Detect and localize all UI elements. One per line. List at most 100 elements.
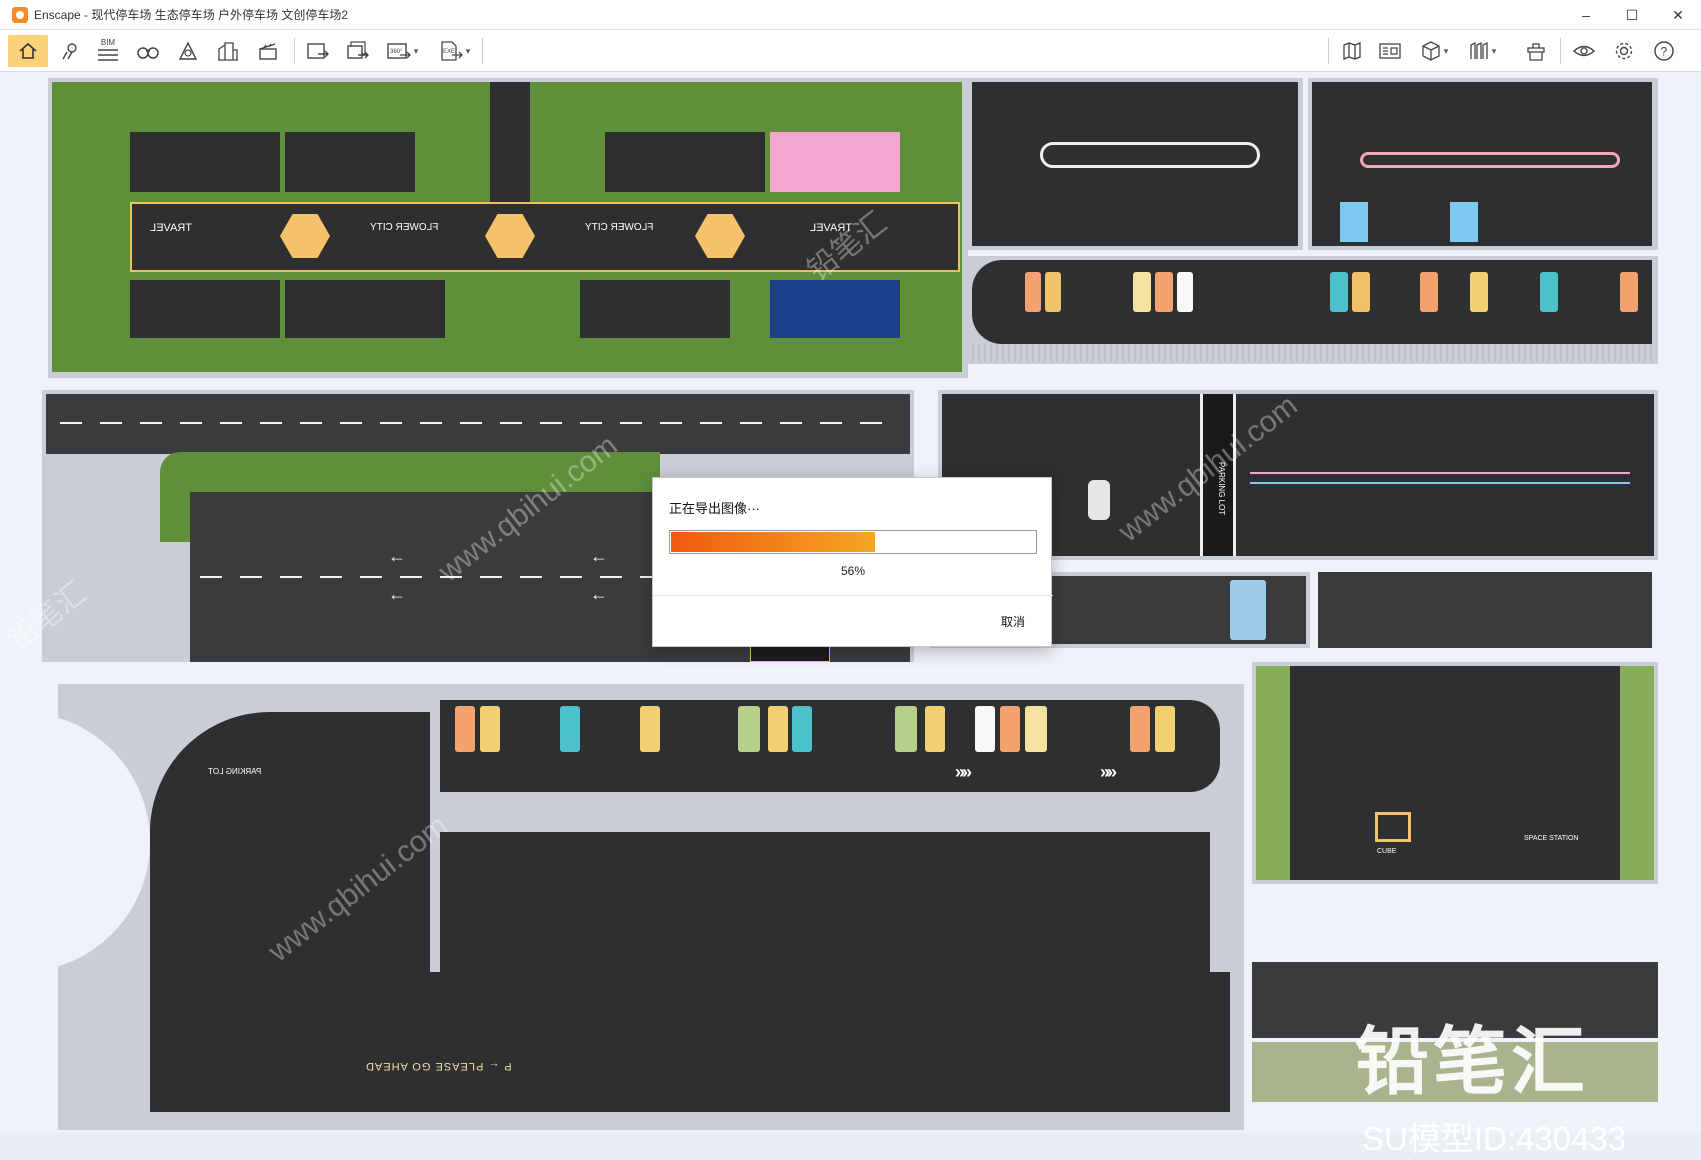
blue-parking-slot — [1230, 580, 1266, 640]
color-pad — [1025, 272, 1041, 312]
lane-marking — [200, 576, 890, 578]
blue-parking-slot — [1450, 202, 1478, 242]
screenshot-icon — [307, 43, 329, 59]
video-editor-button[interactable] — [252, 35, 284, 67]
parking-block-dotted — [1318, 572, 1652, 648]
enscape-logo-icon — [12, 6, 28, 23]
export-dropdown-caret[interactable]: ▾ — [465, 45, 471, 56]
color-pad — [1470, 272, 1488, 312]
help-button[interactable]: ? — [1648, 35, 1680, 67]
export-exe-button[interactable]: EXE ▾ — [434, 35, 474, 67]
cube-label: CUBE — [1377, 848, 1397, 855]
batch-render-icon — [347, 41, 369, 59]
parking-lot-label: PARKING LOT — [208, 767, 262, 776]
map-button[interactable] — [1336, 35, 1368, 67]
minimize-button[interactable]: – — [1582, 7, 1590, 23]
cube-view-icon — [1422, 41, 1440, 61]
main-toolbar: BIM 360° ▾ EXE ▾ ▾ ▾ — [0, 30, 1701, 92]
bim-list-icon — [98, 49, 118, 61]
color-pad — [792, 706, 812, 752]
grass-strip — [1256, 666, 1290, 880]
export-exe-icon: EXE — [441, 41, 463, 61]
toolbar-separator — [1560, 38, 1561, 64]
parking-lot-label: PARKING LOT — [1217, 462, 1226, 516]
color-pad — [895, 706, 917, 752]
materials-dropdown-caret[interactable]: ▾ — [1491, 45, 1497, 56]
parking-block-small — [1252, 962, 1658, 1038]
space-station-label: SPACE STATION — [1524, 835, 1579, 842]
panorama-360-icon: 360° — [387, 43, 411, 59]
asphalt-area — [1256, 666, 1654, 880]
direction-arrow: ← — [590, 546, 608, 566]
direction-arrow: ← — [388, 584, 406, 604]
direction-arrow: ← — [590, 584, 608, 604]
batch-render-button[interactable] — [342, 35, 374, 67]
color-pad — [640, 706, 660, 752]
parking-row — [605, 132, 765, 192]
pink-parking-row — [770, 132, 900, 192]
buildings-button[interactable] — [212, 35, 244, 67]
view-mode-dropdown-caret[interactable]: ▾ — [1443, 45, 1449, 56]
watermark-model-id: SU模型ID:430433 — [1362, 1120, 1627, 1157]
progress-bar — [669, 530, 1037, 554]
blue-parking-slot — [1340, 202, 1368, 242]
flower-city-label: FLOWER CITY — [585, 222, 654, 233]
panorama-button[interactable]: 360° ▾ — [382, 35, 422, 67]
progress-bar-fill — [671, 532, 875, 552]
view-mode-button[interactable]: ▾ — [1414, 35, 1454, 67]
wave-divider — [1200, 394, 1236, 556]
panorama-dropdown-caret[interactable]: ▾ — [413, 45, 419, 56]
home-button[interactable] — [8, 35, 48, 67]
asset-library-button[interactable] — [1520, 35, 1552, 67]
close-button[interactable]: ✕ — [1672, 6, 1684, 23]
screenshot-button[interactable] — [302, 35, 334, 67]
color-pad — [768, 706, 788, 752]
top-road — [46, 394, 910, 454]
entry-lane — [490, 82, 530, 202]
color-pad — [480, 706, 500, 752]
color-pad — [1025, 706, 1047, 752]
serpentine-parking — [440, 832, 1210, 972]
export-progress-dialog: 正在导出图像··· 56% 取消 — [652, 477, 1053, 647]
materials-icon — [1470, 41, 1488, 59]
loop-road-marking — [1040, 142, 1260, 168]
asphalt-area — [972, 260, 1652, 344]
location-button[interactable] — [54, 35, 86, 67]
location-pin-icon — [62, 43, 77, 60]
color-pad — [1177, 272, 1193, 312]
direction-arrow: »» — [1100, 762, 1117, 782]
maximize-button[interactable]: ☐ — [1625, 6, 1639, 23]
dialog-title: 正在导出图像··· — [669, 501, 760, 516]
bim-button[interactable]: BIM — [92, 35, 124, 67]
color-pad — [925, 706, 945, 752]
parking-row — [130, 280, 280, 338]
cube-marking — [1375, 812, 1411, 842]
direction-arrow: »» — [955, 762, 972, 782]
buildings-icon — [218, 42, 238, 61]
vr-eye-icon — [1572, 45, 1596, 57]
color-pad — [738, 706, 760, 752]
materials-button[interactable]: ▾ — [1462, 35, 1502, 67]
render-viewport[interactable]: TRAVEL FLOWER CITY FLOWER CITY TRAVEL ← … — [0, 72, 1701, 1157]
views-button[interactable] — [132, 35, 164, 67]
loop-road-marking — [1360, 152, 1620, 168]
atmosphere-button[interactable] — [172, 35, 204, 67]
asset-library-icon — [1527, 43, 1545, 61]
vr-button[interactable] — [1568, 35, 1600, 67]
color-pad — [1540, 272, 1558, 312]
info-panel-button[interactable] — [1374, 35, 1406, 67]
lane-marking — [60, 422, 900, 424]
home-icon — [19, 42, 37, 59]
parking-row — [580, 280, 730, 338]
window-title: Enscape - 现代停车场 生态停车场 户外停车场 文创停车场2 — [34, 8, 349, 22]
title-bar: Enscape - 现代停车场 生态停车场 户外停车场 文创停车场2 – ☐ ✕ — [0, 0, 1701, 30]
parked-car — [1088, 480, 1110, 520]
svg-text:360°: 360° — [390, 49, 403, 55]
blue-parking-row — [770, 280, 900, 338]
svg-text:?: ? — [1661, 45, 1668, 59]
cancel-button[interactable]: 取消 — [1000, 615, 1025, 629]
asphalt-area — [942, 394, 1654, 556]
settings-button[interactable] — [1608, 35, 1640, 67]
color-pad — [1130, 706, 1150, 752]
atmosphere-icon — [178, 41, 198, 60]
